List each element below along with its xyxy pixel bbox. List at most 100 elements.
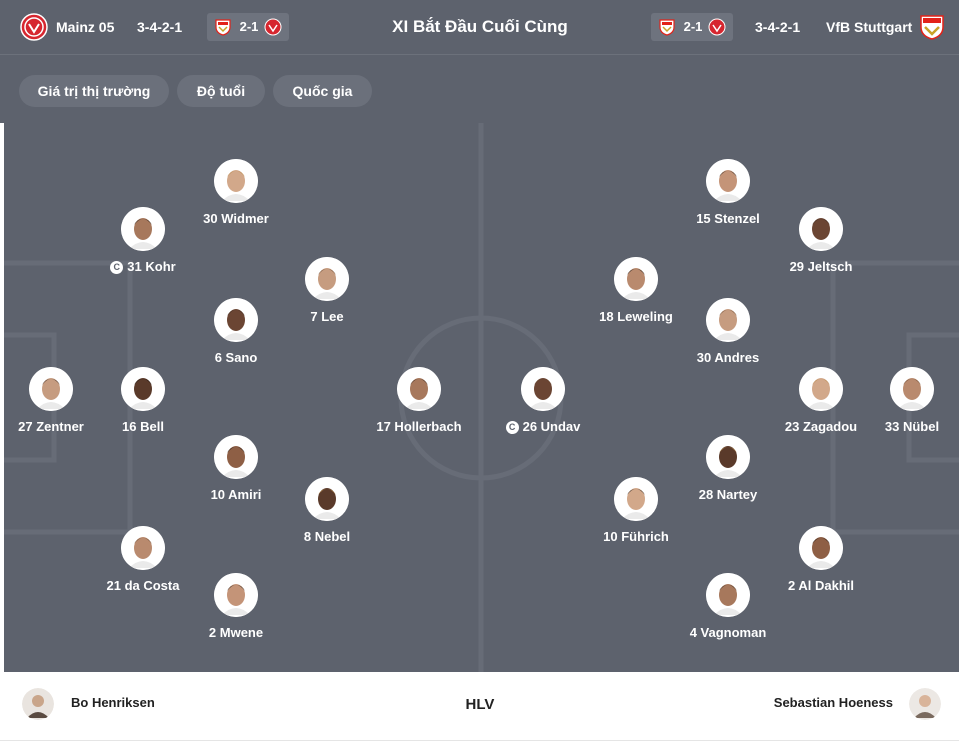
player-avatar[interactable] — [706, 573, 750, 617]
away-player[interactable]: 23 Zagadou — [751, 367, 891, 434]
player-label: 16 Bell — [122, 419, 164, 434]
player-label: 33 Nübel — [884, 419, 940, 434]
away-coach-avatar[interactable] — [909, 688, 941, 720]
away-player[interactable]: 10 Führich — [566, 477, 706, 544]
away-player[interactable]: 29 Jeltsch — [751, 207, 891, 274]
player-avatar[interactable] — [214, 159, 258, 203]
player-name: 16 Bell — [73, 419, 213, 434]
away-player[interactable]: 33 Nübel — [842, 367, 959, 434]
home-player[interactable]: 27 Zentner — [0, 367, 121, 434]
player-name: 17 Hollerbach — [349, 419, 489, 434]
player-name: 23 Zagadou — [751, 419, 891, 434]
filter-nationality-button[interactable]: Quốc gia — [273, 75, 372, 107]
home-player[interactable]: 30 Widmer — [166, 159, 306, 226]
captain-icon: C — [110, 261, 124, 274]
mainz-mini-crest-icon — [708, 18, 726, 36]
player-avatar[interactable] — [121, 526, 165, 570]
home-player[interactable]: 2 Mwene — [166, 573, 306, 640]
home-player[interactable]: 10 Amiri — [166, 435, 306, 502]
player-label: 2 Mwene — [208, 625, 264, 640]
player-avatar[interactable] — [614, 477, 658, 521]
player-name: 30 Widmer — [166, 211, 306, 226]
player-label: 8 Nebel — [303, 529, 351, 544]
away-player[interactable]: 30 Andres — [658, 298, 798, 365]
player-label: 31 Kohr — [127, 259, 176, 274]
player-avatar[interactable] — [121, 207, 165, 251]
player-name: 4 Vagnoman — [658, 625, 798, 640]
away-player[interactable]: 2 Al Dakhil — [751, 526, 891, 593]
stuttgart-mini-crest-icon — [659, 19, 675, 36]
coach-label: HLV — [465, 696, 495, 713]
player-avatar[interactable] — [121, 367, 165, 411]
player-label: 26 Undav — [522, 419, 581, 434]
player-name: 27 Zentner — [0, 419, 121, 434]
player-avatar[interactable] — [305, 477, 349, 521]
player-avatar[interactable] — [521, 367, 565, 411]
player-label: 2 Al Dakhil — [788, 578, 854, 593]
player-avatar[interactable] — [799, 526, 843, 570]
away-player[interactable]: 4 Vagnoman — [658, 573, 798, 640]
player-avatar[interactable] — [890, 367, 934, 411]
away-player[interactable]: 28 Nartey — [658, 435, 798, 502]
home-player[interactable]: 7 Lee — [257, 257, 397, 324]
player-avatar[interactable] — [799, 367, 843, 411]
player-name: 30 Andres — [658, 350, 798, 365]
player-label: 27 Zentner — [18, 419, 84, 434]
player-avatar[interactable] — [214, 298, 258, 342]
player-label: 6 Sano — [214, 350, 258, 365]
home-player[interactable]: 8 Nebel — [257, 477, 397, 544]
player-avatar[interactable] — [305, 257, 349, 301]
player-label: 23 Zagadou — [784, 419, 858, 434]
mainz-mini-crest-icon — [264, 18, 282, 36]
player-name: 2 Al Dakhil — [751, 578, 891, 593]
player-avatar[interactable] — [29, 367, 73, 411]
home-team-name[interactable]: Mainz 05 — [56, 19, 115, 35]
player-avatar[interactable] — [614, 257, 658, 301]
home-coach-name[interactable]: Bo Henriksen — [71, 695, 155, 710]
player-name: 18 Leweling — [566, 309, 706, 324]
mainz-crest-icon — [20, 13, 48, 41]
player-label: 10 Führich — [603, 529, 669, 544]
player-avatar[interactable] — [799, 207, 843, 251]
player-name: 21 da Costa — [73, 578, 213, 593]
player-label: 30 Widmer — [203, 211, 269, 226]
away-player[interactable]: 15 Stenzel — [658, 159, 798, 226]
player-name: 15 Stenzel — [658, 211, 798, 226]
home-player[interactable]: 16 Bell — [73, 367, 213, 434]
home-player[interactable]: 17 Hollerbach — [349, 367, 489, 434]
player-avatar[interactable] — [706, 298, 750, 342]
player-name: 29 Jeltsch — [751, 259, 891, 274]
player-label: 4 Vagnoman — [689, 625, 767, 640]
player-name: 7 Lee — [257, 309, 397, 324]
filter-market-value-button[interactable]: Giá trị thị trường — [19, 75, 169, 107]
player-name: 6 Sano — [166, 350, 306, 365]
away-score: 2-1 — [683, 19, 703, 34]
player-name: 33 Nübel — [842, 419, 959, 434]
player-label: 17 Hollerbach — [376, 419, 462, 434]
away-coach-name[interactable]: Sebastian Hoeness — [773, 695, 893, 710]
away-team-name[interactable]: VfB Stuttgart — [826, 19, 913, 35]
player-avatar[interactable] — [214, 573, 258, 617]
away-player[interactable]: 18 Leweling — [566, 257, 706, 324]
player-avatar[interactable] — [397, 367, 441, 411]
home-player[interactable]: 6 Sano — [166, 298, 306, 365]
page-title: XI Bắt Đầu Cuối Cùng — [392, 17, 568, 36]
player-avatar[interactable] — [706, 159, 750, 203]
player-label: 18 Leweling — [599, 309, 673, 324]
player-avatar[interactable] — [706, 435, 750, 479]
player-label: 21 da Costa — [106, 578, 180, 593]
away-result-badge: 2-1 — [651, 13, 733, 41]
home-player[interactable]: 21 da Costa — [73, 526, 213, 593]
filter-age-button[interactable]: Độ tuổi — [177, 75, 265, 107]
home-coach-avatar[interactable] — [22, 688, 54, 720]
player-label: 29 Jeltsch — [789, 259, 853, 274]
stuttgart-crest-icon — [920, 15, 944, 40]
coaches-row: Bo Henriksen HLV Sebastian Hoeness — [0, 672, 959, 741]
player-avatar[interactable] — [214, 435, 258, 479]
player-name: 10 Führich — [566, 529, 706, 544]
